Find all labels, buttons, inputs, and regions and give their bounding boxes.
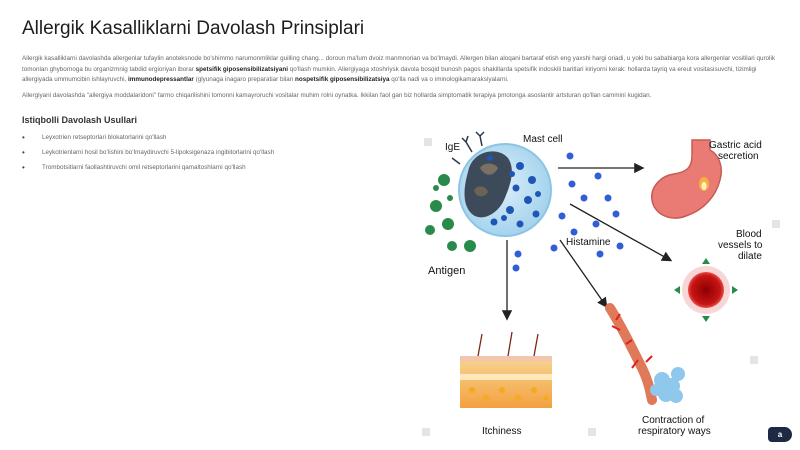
treatment-paragraph: Allergiyani davolashda "allergiya moddal…: [22, 92, 652, 99]
background-squares: [422, 138, 780, 436]
effect-arrows: [501, 162, 673, 321]
cell-nucleus: [464, 151, 512, 218]
section-title-methods: Istiqbolli Davolash Usullari: [22, 115, 138, 125]
label-mast-cell: Mast cell: [523, 134, 562, 145]
term-immunodepressants: immunodepressantlar: [128, 76, 194, 83]
arrow-to-respiratory: [559, 239, 608, 309]
label-blood-line1: Blood: [736, 229, 762, 240]
label-resp-line1: Contraction of: [642, 415, 704, 426]
mast-cell-diagram: IgE Mast cell Antigen Histamine Gastric …: [422, 131, 780, 437]
label-blood-line2: vessels to: [718, 240, 763, 251]
label-blood-line3: dilate: [738, 251, 762, 262]
list-item: Trombotsitlarni faollashtiruvchi omil re…: [22, 160, 274, 175]
blood-vessel-icon: [674, 258, 738, 322]
label-gastric-line2: secretion: [718, 151, 759, 162]
page-title: Allergik Kasalliklarni Davolash Prinsipl…: [22, 18, 365, 39]
label-ige: IgE: [445, 142, 460, 153]
label-itchiness: Itchiness: [482, 426, 521, 437]
list-item: Leykotrienlarni hosil boʻlishini boʻlmay…: [22, 145, 274, 160]
label-antigen: Antigen: [428, 265, 465, 277]
antigens: [425, 174, 476, 252]
stomach-icon: [651, 139, 722, 219]
arrow-to-vessels: [569, 203, 673, 262]
list-item: Leyxotrien retseptorlari blokatorlarini …: [22, 130, 274, 145]
label-resp-line2: respiratory ways: [638, 426, 711, 437]
mast-cell: [458, 143, 552, 237]
ige-antibodies: [451, 131, 485, 165]
granules: [487, 155, 541, 228]
methods-list: Leyxotrien retseptorlari blokatorlarini …: [22, 130, 274, 175]
intro-paragraph: Allergik kasalliklarni davolashda allerg…: [22, 55, 775, 83]
histamine-molecules: [512, 152, 624, 272]
label-gastric-line1: Gastric acid: [709, 140, 762, 151]
corner-badge: a: [768, 427, 792, 442]
term-specific-hyposensitization: spetsifik giposensibilizatsiyani: [195, 65, 289, 73]
skin-icon: [460, 331, 552, 408]
label-histamine: Histamine: [566, 237, 611, 248]
airway-icon: [605, 303, 685, 405]
term-nonspecific-hyposensitization: nospetsifik giposensibilizatsiya: [295, 76, 390, 83]
